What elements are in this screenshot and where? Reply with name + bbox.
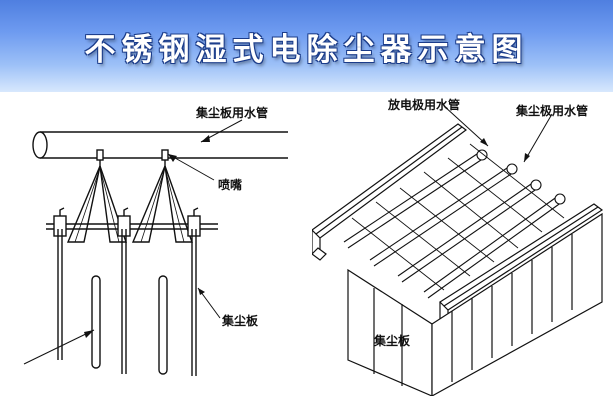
collector-water-pipe <box>32 131 288 159</box>
label-collector-plate-right: 集尘板 <box>374 334 411 348</box>
page-title: 不锈钢湿式电除尘器示意图 <box>84 32 529 68</box>
discharge-rods <box>91 275 168 375</box>
spray-cones <box>66 165 193 243</box>
collector-plates <box>57 229 197 376</box>
left-diagram-drawing <box>23 119 288 376</box>
cross-members <box>351 143 565 291</box>
water-pipes-grid <box>343 149 566 299</box>
nozzle-stems <box>96 149 169 168</box>
title-banner <box>0 0 613 92</box>
label-collector-plate-left: 集尘板 <box>222 314 259 328</box>
right-diagram-panel: 放电极用水管 集尘极用水管 集尘板 <box>312 92 608 396</box>
label-discharge-water-pipe: 放电极用水管 <box>388 98 461 112</box>
top-i-beam <box>312 123 468 261</box>
collector-plates-box <box>347 212 603 396</box>
left-diagram-panel: 集尘板用水管 喷嘴 集尘板 <box>18 92 305 396</box>
support-bar <box>46 207 218 237</box>
label-nozzle: 喷嘴 <box>218 178 243 192</box>
label-collector-electrode-pipe: 集尘极用水管 <box>516 104 589 118</box>
label-collector-water-pipe: 集尘板用水管 <box>196 106 269 120</box>
bottom-i-beam <box>439 203 604 328</box>
right-diagram-drawing <box>312 105 604 396</box>
